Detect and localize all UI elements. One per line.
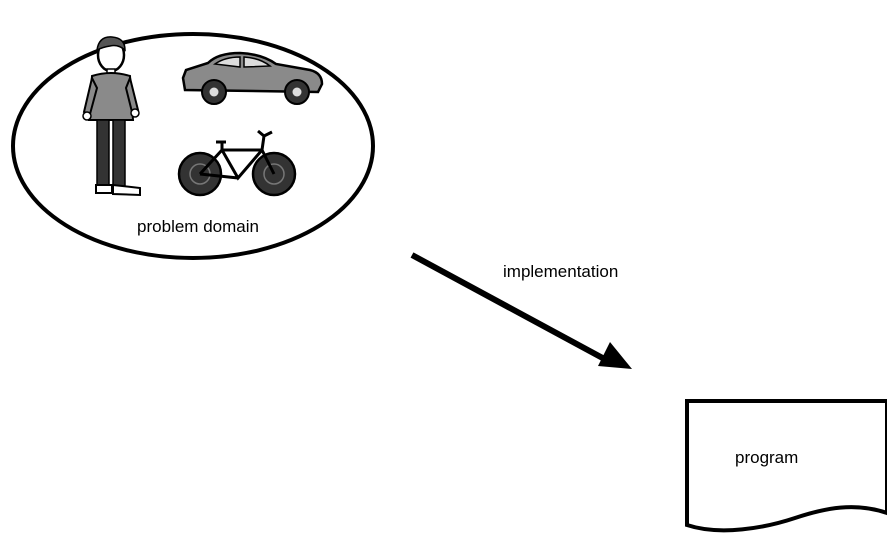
car-icon: [181, 51, 324, 105]
bicycle-icon: [177, 129, 297, 197]
arrowhead-icon: [598, 342, 632, 369]
implementation-label: implementation: [503, 262, 618, 281]
implementation-arrow: [410, 252, 612, 365]
program-document-shape: [685, 399, 887, 533]
program-document: program: [685, 399, 887, 533]
problem-domain-group: problem domain: [11, 32, 375, 260]
person-icon: [82, 36, 141, 197]
program-label: program: [735, 448, 798, 467]
problem-domain-label: problem domain: [137, 217, 259, 236]
implementation-arrow-group: implementation: [410, 252, 632, 369]
